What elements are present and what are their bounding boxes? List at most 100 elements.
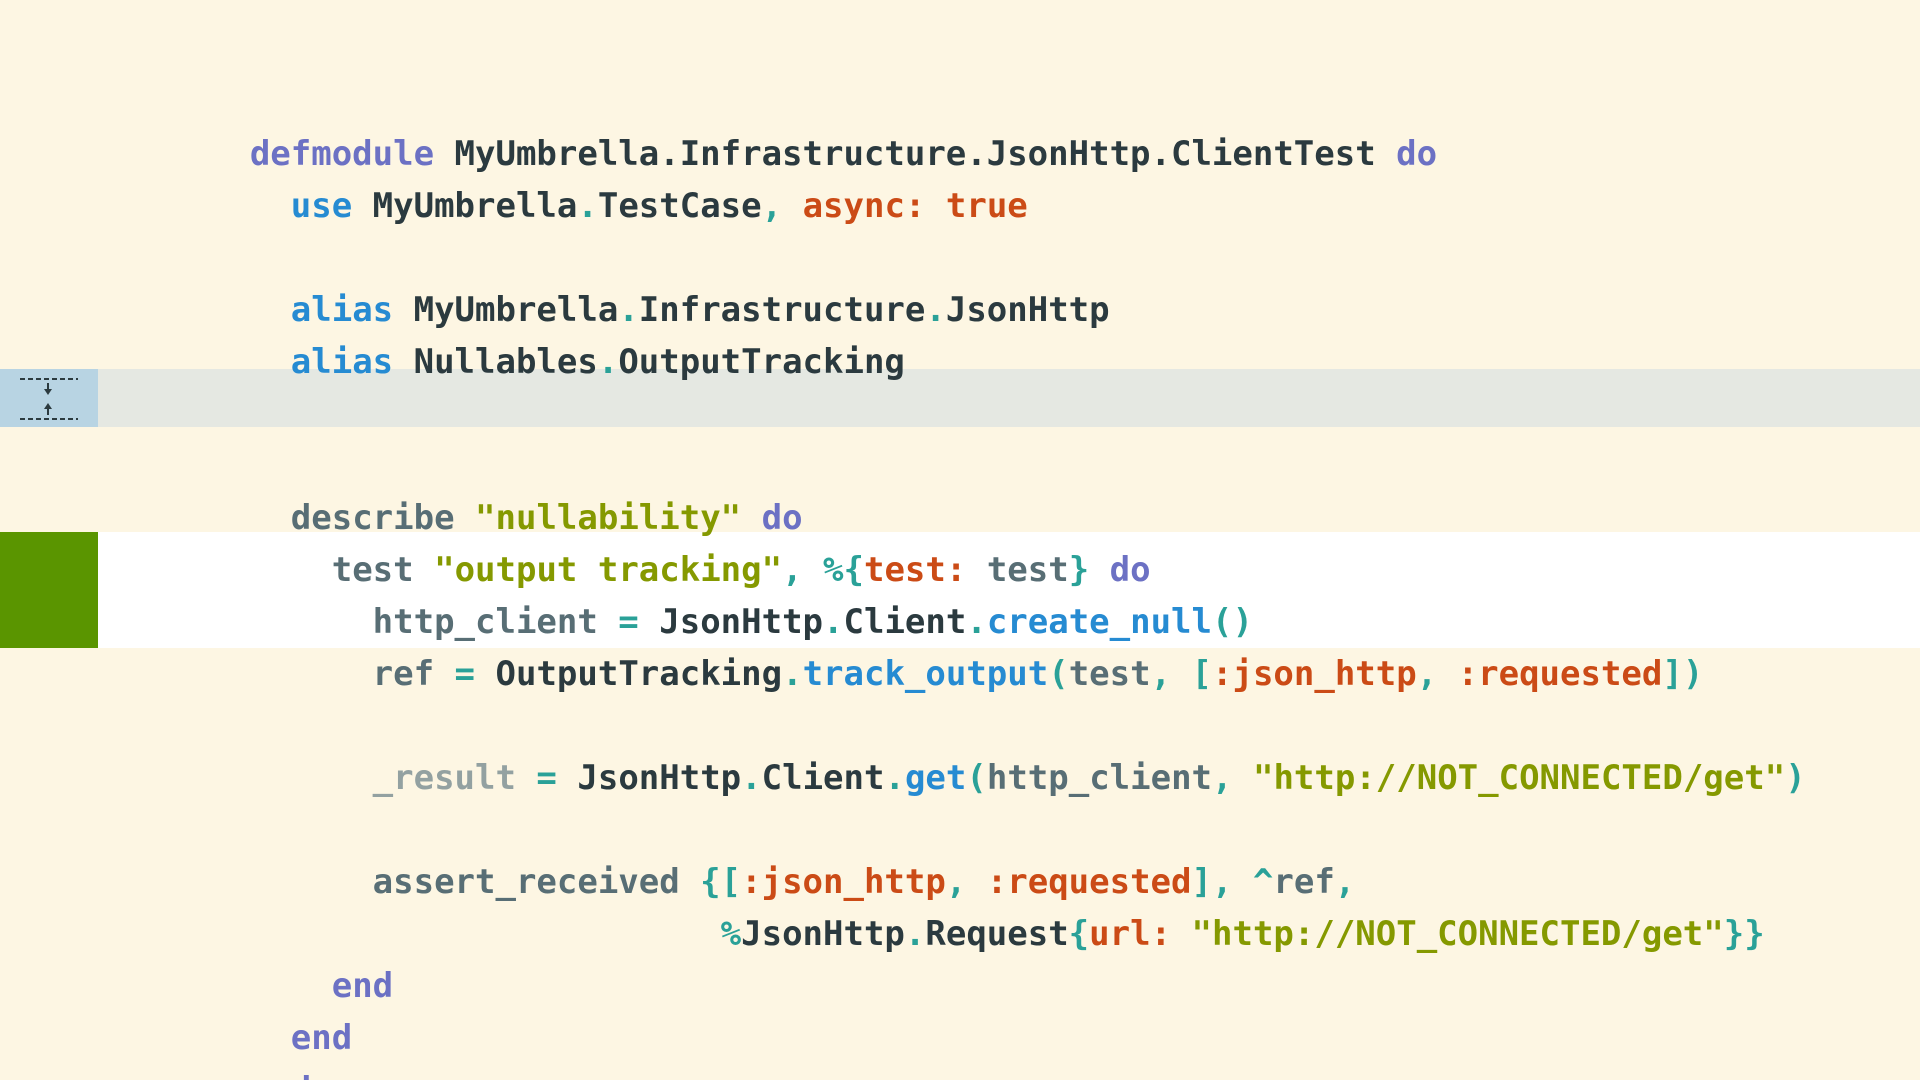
module-name: MyUmbrella: [352, 186, 578, 226]
variable: ref: [372, 654, 435, 694]
punctuation: {: [1068, 914, 1090, 954]
module-name: Client: [843, 602, 967, 642]
keyword: end: [250, 1070, 311, 1080]
keyword: use: [290, 186, 353, 226]
string: "http://NOT_CONNECTED/get": [1191, 914, 1724, 954]
punctuation: .: [618, 290, 639, 330]
punctuation: (: [1048, 654, 1069, 694]
module-name: JsonHttp: [945, 290, 1110, 330]
punctuation: {[: [679, 862, 742, 902]
variable: http_client: [372, 602, 598, 642]
variable: test: [1068, 654, 1151, 694]
operator: =: [515, 758, 578, 798]
punctuation: , %{: [782, 550, 864, 590]
punctuation: .: [741, 758, 762, 798]
code-line-1[interactable]: defmodule MyUmbrella.Infrastructure.Json…: [0, 76, 1920, 174]
module-name: Infrastructure: [638, 290, 926, 330]
punctuation: }}: [1723, 914, 1765, 954]
punctuation: .: [904, 914, 926, 954]
code-line-15[interactable]: %JsonHttp.Request{url: "http://NOT_CONNE…: [0, 856, 1920, 954]
punctuation: ,: [945, 862, 987, 902]
code-line-10[interactable]: ref = OutputTracking. track_output(test, …: [0, 596, 1920, 694]
change-gutter-marker: [0, 532, 98, 648]
keyword: alias: [290, 290, 394, 330]
module-name: Client: [761, 758, 885, 798]
module-name: MyUmbrella.Infrastructure.JsonHttp.Clien…: [434, 134, 1397, 174]
atom: :requested: [986, 862, 1192, 902]
string: "output tracking": [434, 550, 783, 590]
variable: ref: [1273, 862, 1335, 902]
boolean: true: [945, 186, 1028, 226]
keyword: end: [290, 1018, 353, 1058]
punctuation: %: [720, 914, 742, 954]
highlighted-lines: [0, 532, 1920, 648]
code-line-8[interactable]: test "output tracking", %{test: test} do: [0, 492, 1920, 590]
keyword-arg: async:: [802, 186, 926, 226]
code-line-16[interactable]: end: [0, 908, 1920, 1006]
module-name: MyUmbrella: [393, 290, 619, 330]
indent: [250, 654, 373, 694]
module-name: Request: [925, 914, 1069, 954]
unused-variable: _result: [372, 758, 516, 798]
fold-gutter-marker[interactable]: [0, 369, 98, 427]
module-name: JsonHttp: [741, 914, 905, 954]
module-name: JsonHttp: [659, 602, 824, 642]
string: "nullability": [475, 498, 742, 538]
code-line-4[interactable]: alias MyUmbrella.Infrastructure.JsonHttp: [0, 232, 1920, 330]
indent: [250, 186, 291, 226]
keyword-arg: test:: [863, 550, 967, 590]
punctuation: (: [966, 758, 987, 798]
variable: test: [986, 550, 1069, 590]
code-line-17[interactable]: end: [0, 960, 1920, 1058]
keyword: do: [1396, 134, 1438, 174]
punctuation: ,: [1416, 654, 1458, 694]
space: [925, 186, 945, 226]
code-line-18[interactable]: end: [0, 1012, 1920, 1080]
module-name: Nullables: [393, 342, 598, 382]
operator: =: [597, 602, 660, 642]
operator: =: [434, 654, 496, 694]
keyword: end: [331, 966, 394, 1006]
module-name: OutputTracking: [618, 342, 905, 382]
atom: :requested: [1457, 654, 1663, 694]
punctuation: .: [925, 290, 946, 330]
punctuation: .: [884, 758, 905, 798]
indent: [250, 758, 373, 798]
variable: http_client: [986, 758, 1213, 798]
punctuation: .: [823, 602, 844, 642]
keyword: do: [1109, 550, 1151, 590]
function-name: create_null: [986, 602, 1212, 642]
code-line-7[interactable]: describe "nullability" do: [0, 440, 1920, 538]
indent: [250, 342, 291, 382]
punctuation: .: [597, 342, 619, 382]
code-line-12[interactable]: _result = JsonHttp.Client.get(http_clien…: [0, 700, 1920, 798]
punctuation: ,: [1212, 758, 1253, 798]
punctuation: ,: [761, 186, 803, 226]
punctuation: ]): [1662, 654, 1704, 694]
code-line-14[interactable]: assert_received {[:json_http, :requested…: [0, 804, 1920, 902]
punctuation: .: [966, 602, 987, 642]
code-line-9[interactable]: http_client = JsonHttp.Client.create_nul…: [0, 544, 1920, 642]
function-call: describe: [290, 498, 455, 538]
punctuation: ): [1785, 758, 1806, 798]
keyword-arg: url:: [1089, 914, 1172, 954]
atom: :json_http: [741, 862, 946, 902]
code-line-5[interactable]: alias Nullables.OutputTracking: [0, 284, 1920, 382]
string: "http://NOT_CONNECTED/get": [1252, 758, 1786, 798]
keyword: do: [761, 498, 803, 538]
code-line-2[interactable]: use MyUmbrella.TestCase, async: true: [0, 128, 1920, 226]
punctuation: , [: [1150, 654, 1212, 694]
unfold-icon[interactable]: [0, 369, 98, 427]
function-call: test: [331, 550, 414, 590]
function-name: get: [904, 758, 967, 798]
punctuation: ,: [1334, 862, 1356, 902]
folded-region[interactable]: [0, 369, 1920, 427]
function-name: track_output: [802, 654, 1049, 694]
punctuation: .: [577, 186, 598, 226]
punctuation: (): [1211, 602, 1253, 642]
module-name: OutputTracking: [495, 654, 783, 694]
module-name: JsonHttp: [577, 758, 742, 798]
module-name: TestCase: [597, 186, 762, 226]
punctuation: ], ^: [1191, 862, 1274, 902]
